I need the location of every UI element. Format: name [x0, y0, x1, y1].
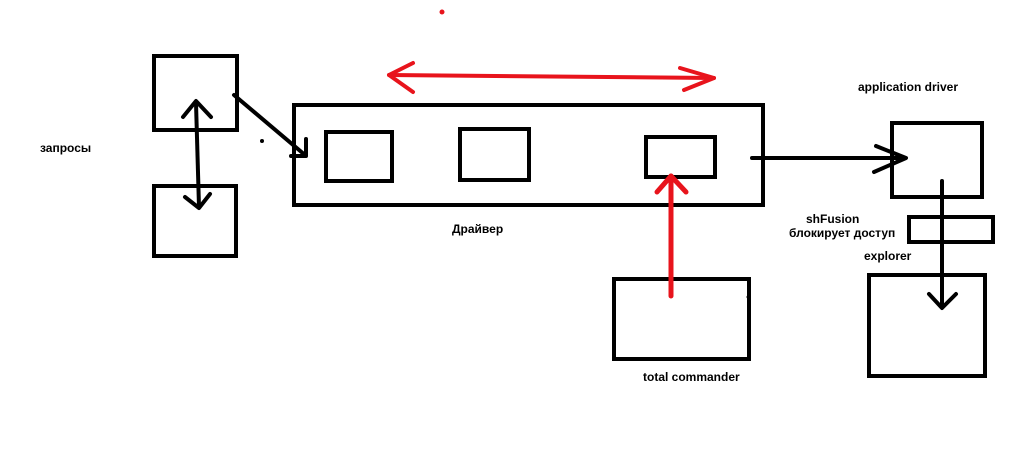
application-driver-label: application driver	[858, 80, 959, 94]
explorer-box	[867, 273, 987, 378]
requests-double-arrow	[181, 99, 213, 210]
shfusion-label: shFusion	[806, 212, 860, 226]
application-driver-box	[890, 121, 984, 199]
red-double-arrow	[387, 61, 716, 94]
red-up-arrow	[654, 173, 689, 299]
driver-slot-1	[324, 130, 394, 183]
explorer-label: explorer	[864, 249, 912, 263]
driver-slot-2	[458, 127, 531, 182]
stray-dot	[260, 139, 264, 143]
blocks-access-label: блокирует доступ	[789, 226, 896, 240]
shfusion-block	[907, 215, 995, 244]
requests-label: запросы	[40, 141, 92, 155]
application-to-explorer-arrow	[927, 179, 958, 310]
request-box-bottom	[152, 184, 238, 258]
total-commander-box	[612, 277, 751, 361]
total-commander-label: total commander	[643, 370, 740, 384]
stray-dot-right	[746, 295, 750, 299]
driver-box	[292, 103, 765, 207]
driver-slot-3	[644, 135, 717, 179]
red-dot	[439, 9, 445, 15]
driver-to-application-arrow	[750, 144, 908, 174]
driver-label: Драйвер	[452, 222, 504, 236]
